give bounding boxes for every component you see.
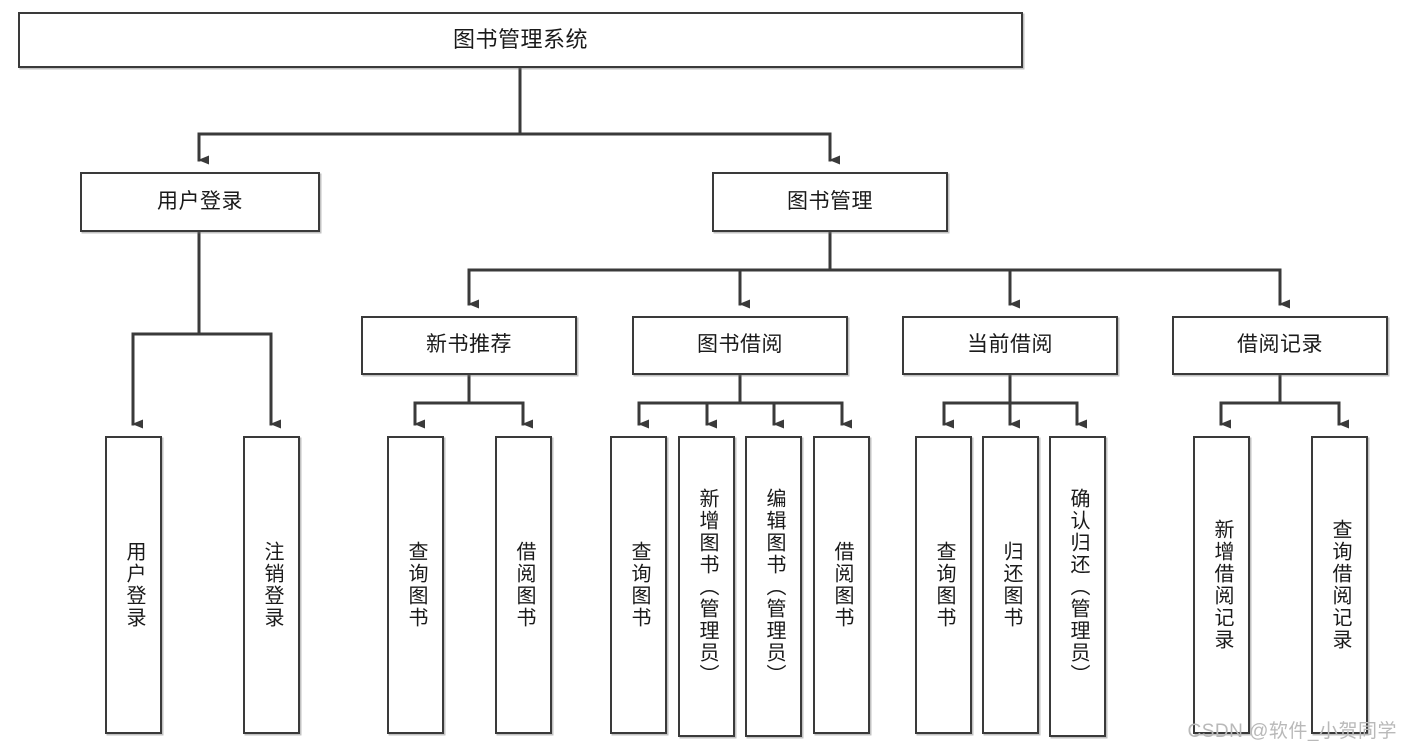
node-label: 查询图书	[405, 541, 427, 629]
node-leaf-query-book-3[interactable]: 查询图书	[915, 436, 972, 734]
node-label: 图书借阅	[697, 333, 783, 357]
node-leaf-logout[interactable]: 注销登录	[243, 436, 300, 734]
node-label: 注销登录	[261, 541, 283, 629]
node-label: 编辑图书（管理员）	[763, 487, 785, 686]
node-label: 借阅图书	[831, 541, 853, 629]
node-label: 查询图书	[933, 541, 955, 629]
node-leaf-add-record[interactable]: 新增借阅记录	[1193, 436, 1250, 734]
node-label: 查询借阅记录	[1329, 519, 1351, 651]
node-label: 图书管理	[787, 189, 873, 213]
node-leaf-add-book[interactable]: 新增图书（管理员）	[678, 436, 735, 737]
node-leaf-query-book-1[interactable]: 查询图书	[387, 436, 444, 734]
watermark-text: CSDN @软件_小贺同学	[1187, 721, 1397, 742]
node-label: 查询图书	[628, 541, 650, 629]
node-leaf-query-record[interactable]: 查询借阅记录	[1311, 436, 1368, 734]
node-current-borrow[interactable]: 当前借阅	[902, 316, 1118, 375]
node-leaf-borrow-book-1[interactable]: 借阅图书	[495, 436, 552, 734]
node-leaf-confirm-return[interactable]: 确认归还（管理员）	[1049, 436, 1106, 737]
node-label: 借阅图书	[513, 541, 535, 629]
node-book-manage[interactable]: 图书管理	[712, 172, 948, 232]
node-label: 用户登录	[157, 189, 243, 213]
node-leaf-edit-book[interactable]: 编辑图书（管理员）	[745, 436, 802, 737]
node-user-login[interactable]: 用户登录	[80, 172, 320, 232]
node-book-borrow[interactable]: 图书借阅	[632, 316, 848, 375]
node-leaf-return-book[interactable]: 归还图书	[982, 436, 1039, 734]
node-label: 借阅记录	[1237, 333, 1323, 357]
node-leaf-borrow-book-2[interactable]: 借阅图书	[813, 436, 870, 734]
node-label: 图书管理系统	[452, 27, 588, 53]
node-label: 归还图书	[1000, 541, 1022, 629]
node-label: 新增图书（管理员）	[696, 487, 718, 686]
node-label: 新增借阅记录	[1211, 519, 1233, 651]
node-label: 新书推荐	[426, 333, 512, 357]
node-leaf-query-book-2[interactable]: 查询图书	[610, 436, 667, 734]
node-label: 当前借阅	[967, 333, 1053, 357]
node-label: 确认归还（管理员）	[1067, 487, 1089, 686]
node-borrow-record[interactable]: 借阅记录	[1172, 316, 1388, 375]
node-label: 用户登录	[123, 541, 145, 629]
node-leaf-user-login[interactable]: 用户登录	[105, 436, 162, 734]
node-root-system[interactable]: 图书管理系统	[18, 12, 1023, 68]
node-new-book-recommend[interactable]: 新书推荐	[361, 316, 577, 375]
